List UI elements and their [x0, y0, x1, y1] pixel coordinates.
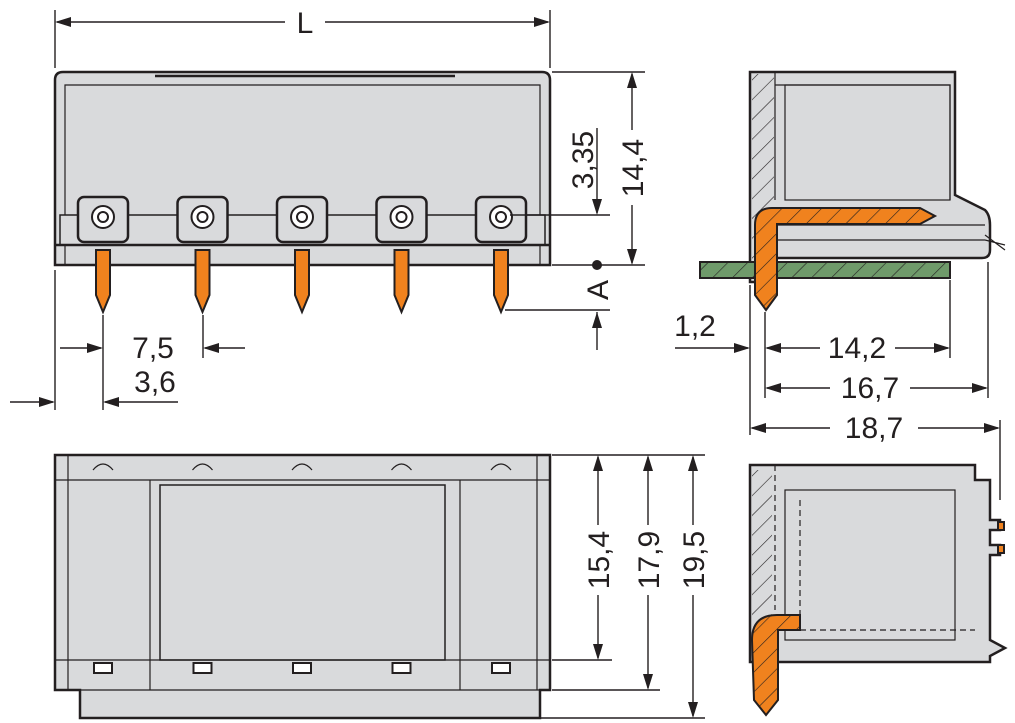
dimensions-bottom: 15,4 17,9 19,5: [540, 454, 711, 719]
side-view-top: [699, 70, 1006, 312]
front-view-bottom: [53, 453, 552, 720]
dimension-pitch: 7,5 3,6: [10, 270, 245, 410]
slot: [92, 463, 114, 674]
label-3-6: 3,6: [134, 366, 176, 399]
label-14-2: 14,2: [828, 332, 886, 365]
label-A: A: [582, 280, 615, 300]
pin: [95, 249, 111, 315]
slot: [391, 463, 412, 674]
pin: [294, 249, 310, 315]
dimensions-side: 1,2 14,2 16,7 18,7: [674, 262, 1001, 500]
side-view-bottom: [748, 463, 1008, 717]
terminal: [375, 195, 428, 315]
slot: [490, 463, 512, 674]
terminal: [76, 195, 130, 315]
terminal: [275, 195, 329, 315]
pin: [493, 249, 509, 315]
label-19-5: 19,5: [678, 531, 711, 589]
label-3-35: 3,35: [567, 131, 600, 189]
label-1-2: 1,2: [674, 310, 716, 343]
terminal: [176, 195, 229, 315]
screw-icon: [91, 205, 115, 229]
dimension-length: L: [54, 7, 551, 68]
terminal: [474, 195, 528, 315]
screw-icon: [190, 205, 215, 229]
label-length: L: [297, 7, 314, 40]
front-view-top: [53, 70, 552, 315]
label-14-4: 14,4: [617, 139, 650, 197]
slot: [192, 463, 213, 674]
slot: [291, 463, 313, 674]
label-16-7: 16,7: [841, 372, 899, 405]
pin: [393, 249, 410, 315]
label-17-9: 17,9: [633, 531, 666, 589]
label-18-7: 18,7: [845, 412, 903, 445]
label-15-4: 15,4: [583, 531, 616, 589]
screw-icon: [389, 205, 414, 229]
dimension-height-front: 14,4 3,35 A: [505, 71, 650, 350]
screw-icon: [290, 205, 314, 229]
label-pitch: 7,5: [132, 332, 174, 365]
pin: [194, 249, 211, 315]
screw-icon: [489, 205, 513, 229]
